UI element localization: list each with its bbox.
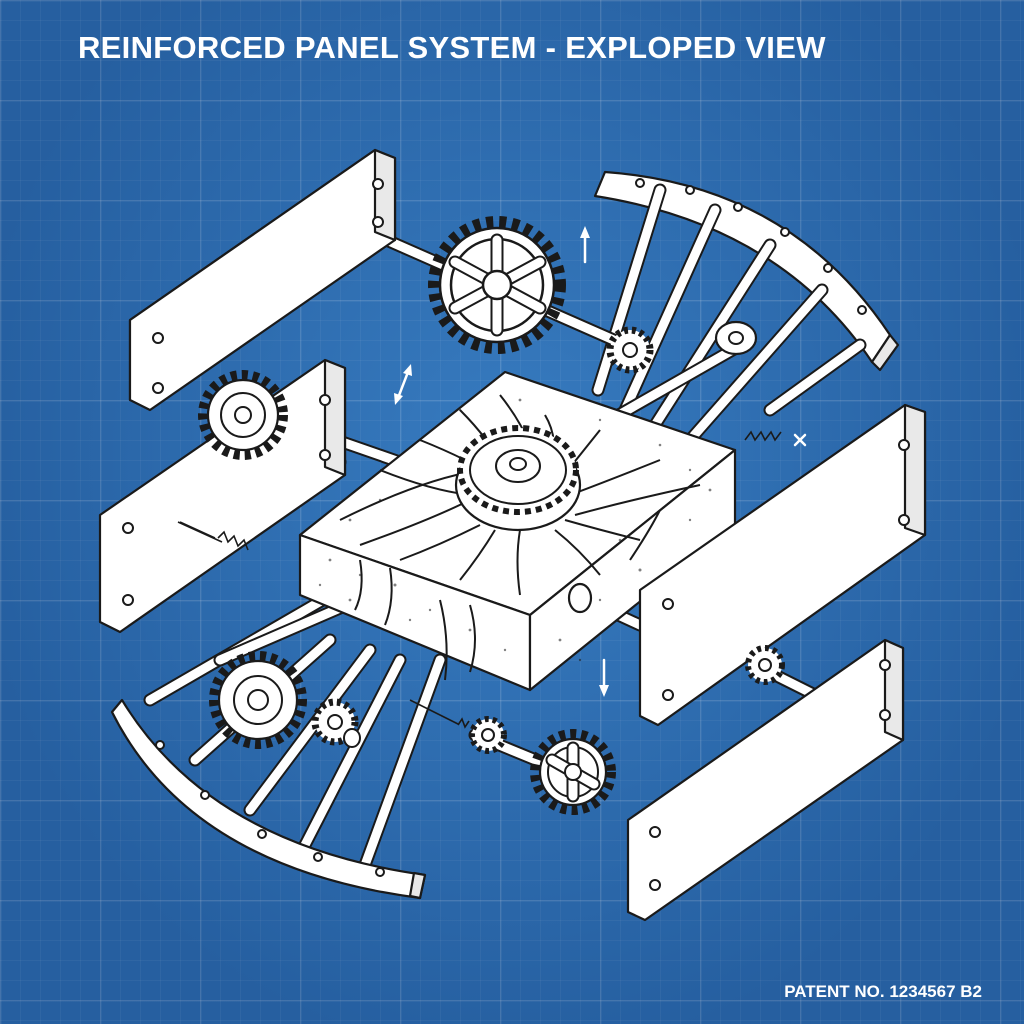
springs xyxy=(179,430,782,729)
bottom-right-gear xyxy=(530,729,616,815)
bottom-right-panel xyxy=(626,638,905,922)
small-gears xyxy=(311,320,785,754)
top-large-gear xyxy=(428,216,566,354)
left-gear xyxy=(198,370,288,460)
diagram-title: REINFORCED PANEL SYSTEM - EXPLOPED VIEW xyxy=(78,30,826,65)
patent-number: PATENT NO. 1234567 B2 xyxy=(784,982,982,1001)
right-panel xyxy=(638,403,927,727)
direction-arrows xyxy=(394,226,807,697)
bottom-left-gear xyxy=(209,651,307,749)
center-gear xyxy=(454,425,582,532)
top-left-panel xyxy=(128,148,397,412)
